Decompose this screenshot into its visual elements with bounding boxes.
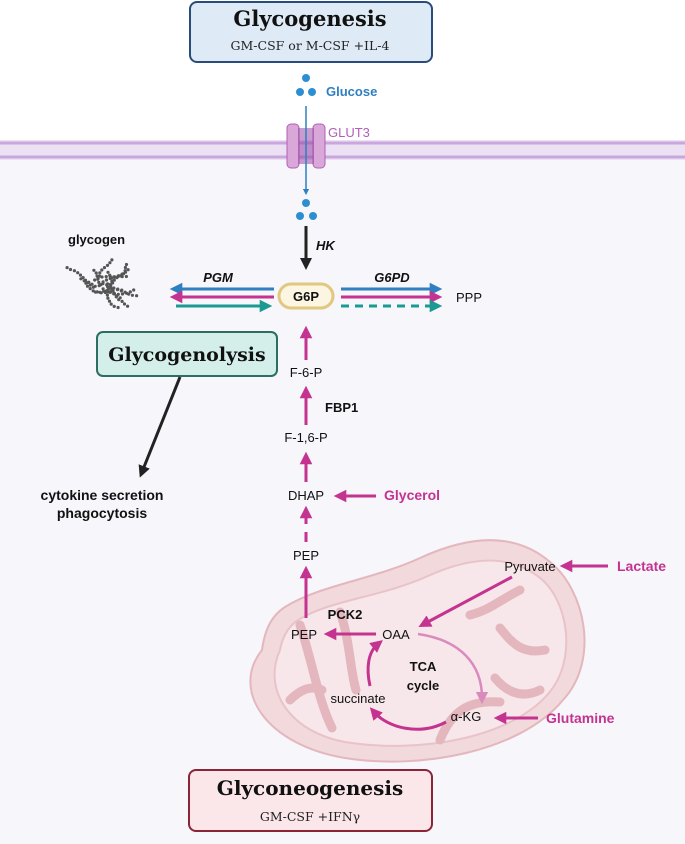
f6p-label: F-6-P (290, 365, 323, 380)
glyconeogenesis-footer: Glyconeogenesis GM-CSF +IFNγ (188, 769, 433, 832)
glycogenolysis-label: Glycogenolysis (108, 344, 265, 366)
fbp1-label: FBP1 (325, 400, 358, 415)
pgm-label: PGM (203, 270, 234, 285)
glut3-transporter (286, 123, 326, 169)
g6pd-label: G6PD (374, 270, 410, 285)
hk-label: HK (316, 238, 336, 253)
akg-label: α-KG (451, 709, 482, 724)
glycerol-label: Glycerol (384, 487, 440, 503)
glut3-label: GLUT3 (328, 125, 370, 140)
akg-to-succinate-arc-arrow (369, 707, 447, 731)
pck2-label: PCK2 (328, 607, 363, 622)
succinate-label: succinate (331, 691, 386, 706)
dhap-label: DHAP (288, 488, 324, 503)
mitochondrion (249, 539, 586, 763)
cytokine-secretion-label: cytokine secretion (41, 487, 164, 503)
gluconeogenesis-arrows (299, 325, 376, 618)
g6pd-arrows (341, 282, 443, 313)
pgm-arrows (169, 282, 274, 313)
glycogenesis-header: Glycogenesis GM-CSF or M-CSF +IL-4 (189, 1, 433, 63)
g6p-node: G6P (277, 282, 335, 310)
header-subtitle: GM-CSF or M-CSF +IL-4 (231, 38, 390, 53)
lactate-label: Lactate (617, 558, 666, 574)
glutamine-label: Glutamine (546, 710, 615, 726)
pep-cytosol-label: PEP (293, 548, 319, 563)
pep-mito-label: PEP (291, 627, 317, 642)
tca-cycle-label-line2: cycle (407, 678, 440, 693)
tca-cycle-label-line1: TCA (410, 659, 437, 674)
pyruvate-label: Pyruvate (504, 559, 555, 574)
oaa-label: OAA (382, 627, 410, 642)
glycogenolysis-box: Glycogenolysis (96, 331, 278, 377)
pyruvate-to-oaa-arrow (418, 575, 513, 627)
succinate-to-oaa-arc-arrow (366, 640, 383, 687)
header-title: Glycogenesis (233, 6, 386, 31)
glucose-label: Glucose (326, 84, 377, 99)
cell-membrane (0, 140, 685, 160)
glycogen-label: glycogen (68, 232, 125, 247)
glycogen-granule-icon (65, 258, 139, 310)
footer-title: Glyconeogenesis (217, 776, 404, 800)
ppp-label: PPP (456, 290, 482, 305)
mitochondrial-arrows (323, 559, 608, 731)
oaa-to-akg-arc-arrow (417, 632, 489, 705)
g6p-label: G6P (293, 289, 319, 304)
glycogenolysis-to-function-arrow (138, 376, 182, 478)
f16p-label: F-1,6-P (284, 430, 327, 445)
glucose-molecules-outside (296, 74, 316, 96)
glucose-molecules-inside (296, 199, 317, 220)
footer-subtitle: GM-CSF +IFNγ (260, 809, 360, 824)
phagocytosis-label: phagocytosis (57, 505, 147, 521)
